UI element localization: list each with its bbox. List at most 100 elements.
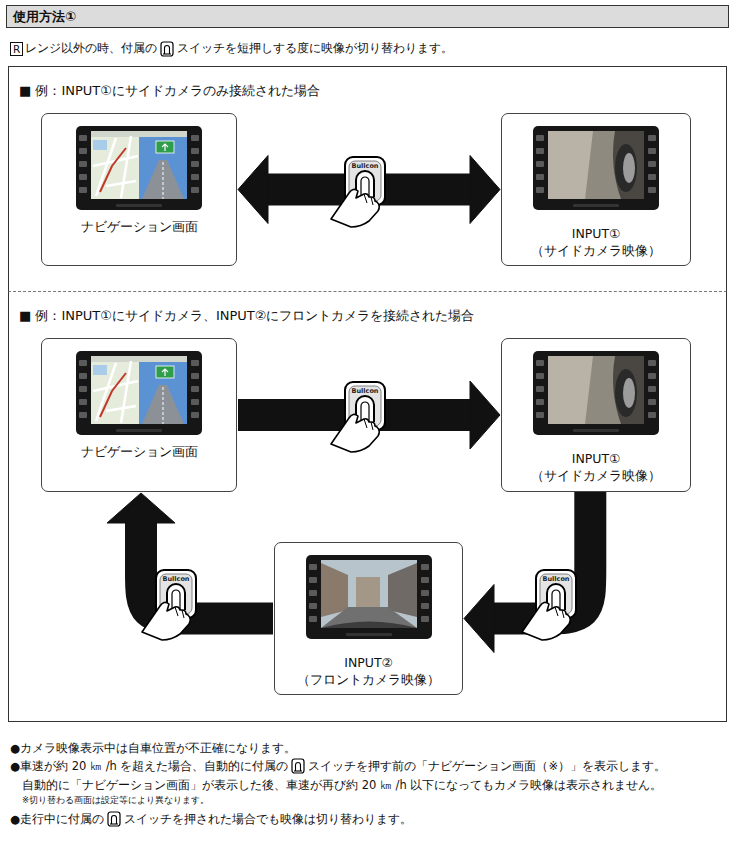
pointing-hand xyxy=(142,602,190,640)
text-line: ※切り替わる画面は設定等により異なります。 xyxy=(22,794,209,808)
note-text: スイッチを押された場合でも映像は切り替わります。 xyxy=(124,811,412,828)
switch-body xyxy=(156,570,196,618)
text-line: ●走行中に付属の スイッチを押された場合でも映像は切り替わります。 xyxy=(10,811,412,828)
screen-box: ナビゲーション画面 xyxy=(41,338,237,492)
screen-box: ナビゲーション画面 xyxy=(41,113,237,266)
display-button xyxy=(191,161,199,167)
screen-name: INPUT② xyxy=(275,654,462,671)
arrow-head xyxy=(464,585,494,653)
display-button xyxy=(648,161,656,167)
screen-caption: INPUT②（フロントカメラ映像） xyxy=(275,654,462,688)
display-button xyxy=(191,148,199,154)
display-button xyxy=(79,174,87,180)
display-button xyxy=(309,564,317,570)
switch-body xyxy=(345,382,385,430)
guide-lane xyxy=(163,387,164,424)
arrow-shaft xyxy=(141,523,273,619)
guide-arrow xyxy=(162,144,168,151)
display-button xyxy=(79,360,87,366)
guide-sign xyxy=(156,366,174,378)
switch-button xyxy=(167,584,185,610)
flow-arrow xyxy=(107,493,273,619)
display-button xyxy=(79,135,87,141)
camera-tire xyxy=(615,144,637,192)
map-road xyxy=(93,361,138,423)
display-button xyxy=(79,399,87,405)
display-button xyxy=(648,412,656,418)
display-body xyxy=(533,351,659,435)
screen-name: ナビゲーション画面 xyxy=(42,218,236,235)
brand-logo: Bullcon xyxy=(156,575,196,583)
screen-caption: INPUT①（サイドカメラ映像） xyxy=(502,450,690,484)
switch-symbol-button xyxy=(112,816,117,824)
display-button xyxy=(648,174,656,180)
display-button xyxy=(191,386,199,392)
display-button xyxy=(648,373,656,379)
text-line: Rレンジ以外の時、付属のスイッチを短押しする度に映像が切り替わります。 xyxy=(10,40,453,57)
guide-arrow xyxy=(162,369,168,376)
display-body xyxy=(76,126,202,210)
display-button xyxy=(191,187,199,193)
note-text: 自動的に「ナビゲーション画面」が表示した後、車速が再び約 20 ㎞ /h 以下に… xyxy=(22,777,662,794)
display-button xyxy=(191,360,199,366)
display-button xyxy=(309,590,317,596)
map-background xyxy=(91,356,187,424)
note-text: ●走行中に付属の xyxy=(10,811,104,828)
switch-symbol xyxy=(291,758,305,774)
display-button xyxy=(191,373,199,379)
instruction-text: スイッチを短押しする度に映像が切り替わります。 xyxy=(177,40,453,57)
hand-lines xyxy=(555,607,564,618)
switch-symbol-body xyxy=(108,812,120,826)
screen-subtitle: （サイドカメラ映像） xyxy=(502,467,690,484)
switch-icon xyxy=(331,382,385,452)
instruction-text: レンジ以外の時、付属の xyxy=(25,40,157,57)
switch-icon xyxy=(522,570,576,640)
camera-road xyxy=(321,607,417,628)
note-text: ※切り替わる画面は設定等により異なります。 xyxy=(22,794,209,808)
display-button xyxy=(421,577,429,583)
camera-curb xyxy=(548,131,593,199)
switch-symbol-button xyxy=(165,45,170,53)
switch-icon xyxy=(331,157,385,227)
screen-name: ナビゲーション画面 xyxy=(42,443,236,460)
display-button xyxy=(309,616,317,622)
screen-subtitle: （フロントカメラ映像） xyxy=(275,671,462,688)
camera-ground xyxy=(548,356,644,424)
display-button xyxy=(648,135,656,141)
switch-body xyxy=(536,570,576,618)
hand-lines xyxy=(364,194,373,205)
note-text: ●カメラ映像表示中は自車位置が不正確になります。 xyxy=(10,740,296,757)
display-button xyxy=(421,590,429,596)
guide-road xyxy=(142,385,184,424)
display-bottom xyxy=(573,204,619,207)
display-button xyxy=(536,360,544,366)
display-button xyxy=(648,360,656,366)
display-button xyxy=(536,412,544,418)
brand-logo: Bullcon xyxy=(345,162,385,170)
switch-symbol-base xyxy=(294,771,302,772)
map-top-bar xyxy=(91,131,187,137)
display-button xyxy=(421,603,429,609)
display-button xyxy=(421,564,429,570)
camera-hood xyxy=(321,622,417,629)
display-illustration xyxy=(76,126,202,210)
switch-symbol xyxy=(160,41,174,57)
display-button xyxy=(79,412,87,418)
switch-icon xyxy=(142,570,196,640)
screen-caption: INPUT①（サイドカメラ映像） xyxy=(502,225,690,259)
switch-body xyxy=(345,157,385,205)
map-water xyxy=(93,365,107,375)
screen-caption: ナビゲーション画面 xyxy=(42,218,236,235)
display-button xyxy=(191,135,199,141)
display-button xyxy=(536,148,544,154)
display-button xyxy=(309,577,317,583)
display-button xyxy=(79,148,87,154)
display-body xyxy=(306,555,432,639)
pointing-hand xyxy=(522,602,570,640)
switch-button-inner xyxy=(361,177,369,197)
switch-button-inner xyxy=(552,590,560,610)
map-top-bar xyxy=(91,356,187,362)
camera-body xyxy=(613,131,644,199)
brand-logo: Bullcon xyxy=(345,387,385,395)
